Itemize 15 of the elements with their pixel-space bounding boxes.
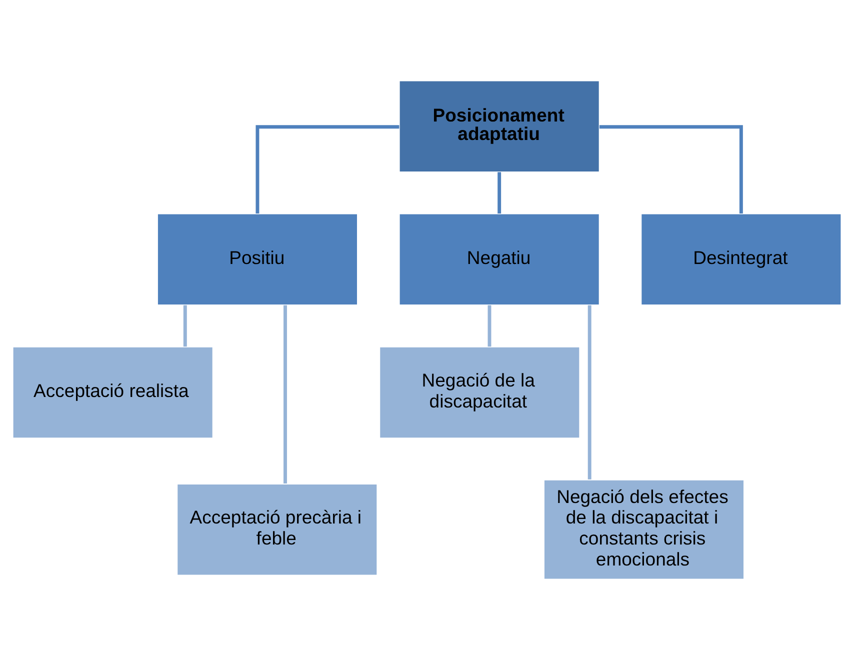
node-box: Negació dels efectes de la discapacitat i constants crisis emocionals bbox=[543, 479, 745, 580]
node-box: Negatiu bbox=[398, 213, 600, 306]
node-box: Desintegrat bbox=[640, 213, 842, 306]
node-box: Negació de la discapacitat bbox=[378, 346, 580, 439]
node-box: Acceptació realista bbox=[12, 346, 214, 439]
connector bbox=[183, 305, 187, 347]
connector bbox=[588, 305, 592, 480]
connector bbox=[256, 125, 400, 214]
connector bbox=[284, 305, 287, 484]
node-box: Acceptació precària i feble bbox=[176, 483, 378, 576]
node-box: Posicionament adaptatiu bbox=[398, 80, 600, 173]
connector bbox=[498, 172, 502, 214]
node-box: Positiu bbox=[156, 213, 358, 306]
connector bbox=[488, 305, 492, 347]
connector bbox=[599, 125, 743, 214]
